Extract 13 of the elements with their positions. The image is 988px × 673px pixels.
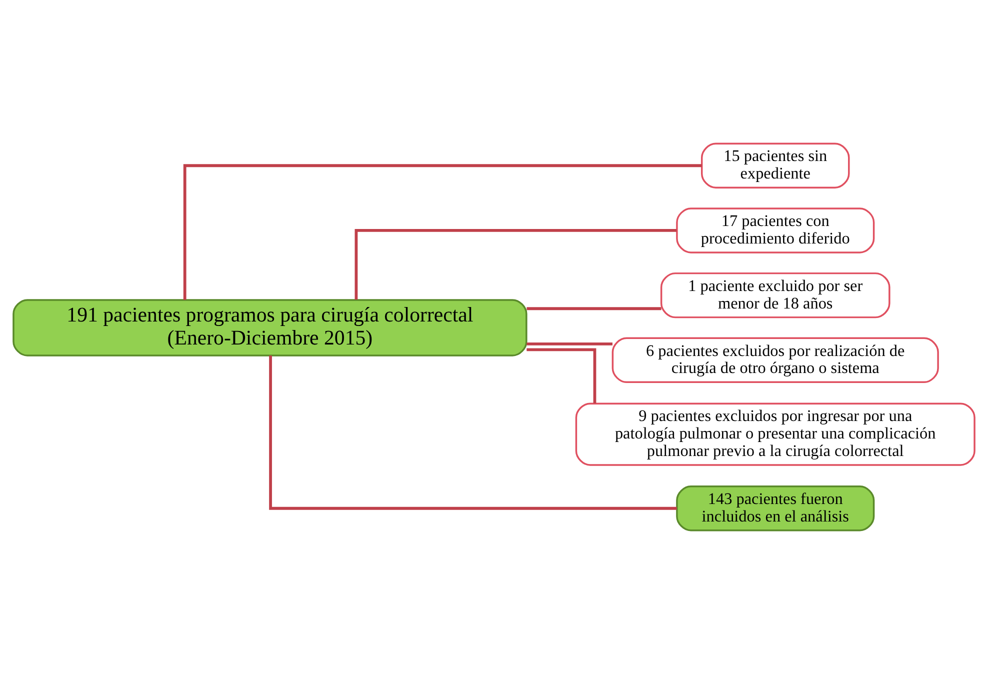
connector (526, 342, 612, 345)
node-box: 191 pacientes programos para cirugía colorrectal (Enero-Diciembre 2015) (12, 298, 528, 356)
node-box: 143 pacientes fueron incluidos en el análisis (676, 485, 875, 531)
connector (526, 348, 596, 403)
node-box: 17 pacientes con procedimiento diferido (676, 207, 875, 253)
node-box: 9 pacientes excluidos por ingresar por una patología pulmonar o presentar una complicación pulmonar previo a la cirugía colorrectal (575, 402, 976, 466)
connector (183, 164, 702, 300)
node-box: 15 pacientes sin expediente (700, 142, 850, 188)
node-box: 6 pacientes excluidos por realización de cirugía de otro órgano o sistema (612, 336, 939, 383)
connector (354, 228, 677, 300)
connector (526, 306, 662, 310)
node-box: 1 paciente excluido por ser menor de 18 años (660, 272, 890, 318)
connector (269, 355, 677, 510)
